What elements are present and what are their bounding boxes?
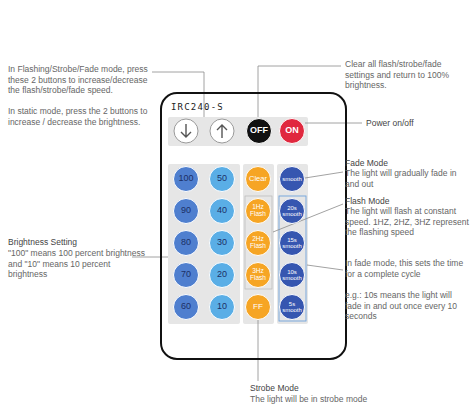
button-circle (210, 199, 235, 224)
button-circle (174, 231, 199, 256)
button-panel (277, 164, 308, 324)
remote-body: IRC240-S OFF ON 100 50 Clear smooth 90 40 1Hz Fla… (160, 92, 347, 360)
button-circle (280, 199, 305, 224)
button-label: 100 (173, 166, 199, 192)
button-label: ON (279, 118, 305, 144)
group-bracket (245, 196, 272, 289)
button-label: 20s smooth (279, 198, 305, 224)
button-label: 70 (173, 262, 199, 288)
remote-button: 5s smooth (279, 294, 305, 320)
remote-button: 3Hz Flash (245, 262, 271, 288)
callout-text: In fade mode, this sets the time for a c… (345, 258, 470, 279)
model-name: IRC240-S (171, 102, 224, 112)
remote-button: smooth (279, 166, 305, 192)
button-panel (168, 164, 240, 324)
callout-text: The light will gradually fade in and out (345, 168, 470, 189)
button-label: FF (245, 294, 271, 320)
button-label: 15s smooth (279, 230, 305, 256)
remote-button: 10s smooth (279, 262, 305, 288)
callout-text: Clear all flash/strobe/fade settings and… (345, 59, 470, 91)
button-label: smooth (279, 166, 305, 192)
button-label: 5s smooth (279, 294, 305, 320)
callout-text: In Flashing/Strobe/Fade mode, press thes… (8, 64, 158, 96)
button-circle (174, 199, 199, 224)
button-label: 80 (173, 230, 199, 256)
callout-text: "100" means 100 percent brightness and "… (8, 248, 148, 280)
callout-text: Flash Mode (345, 196, 470, 207)
button-circle (280, 263, 305, 288)
button-circle (210, 295, 235, 320)
leader-line (258, 66, 341, 117)
leader-line (258, 320, 259, 381)
button-circle (280, 167, 305, 192)
callout-text: Brightness Setting (8, 237, 158, 248)
button-circle (174, 167, 199, 192)
remote-button: 40 (209, 198, 235, 224)
button-circle (280, 119, 305, 144)
button-circle (174, 263, 199, 288)
leader-line (305, 172, 343, 178)
remote-button: 30 (209, 230, 235, 256)
remote-button: OFF (246, 118, 272, 144)
callout-text: The light will flash at constant speed. … (345, 206, 470, 238)
button-panel (243, 164, 274, 324)
button-label: 20 (209, 262, 235, 288)
remote-button: 20 (209, 262, 235, 288)
button-label: 1Hz Flash (245, 198, 271, 224)
leader-line (307, 265, 343, 270)
button-label: 60 (173, 294, 199, 320)
remote-button: 50 (209, 166, 235, 192)
button-circle (246, 231, 271, 256)
button-label: 40 (209, 198, 235, 224)
button-circle (246, 199, 271, 224)
callout-text: e.g.: 10s means the light will fade in a… (345, 290, 470, 322)
button-circle (210, 167, 235, 192)
remote-button: 1Hz Flash (245, 198, 271, 224)
remote-outline (161, 93, 346, 359)
button-circle (247, 119, 272, 144)
button-circle (246, 295, 271, 320)
button-circle (280, 295, 305, 320)
remote-button: 70 (173, 262, 199, 288)
callout-text: Strobe Mode (250, 383, 450, 394)
button-label: 50 (209, 166, 235, 192)
button-circle (246, 167, 271, 192)
button-label: 10s smooth (279, 262, 305, 288)
button-circle (210, 231, 235, 256)
button-label: 90 (173, 198, 199, 224)
button-label: 30 (209, 230, 235, 256)
callout-text: The light will be in strobe mode (250, 394, 470, 405)
button-panel (168, 117, 308, 146)
remote-button: 10 (209, 294, 235, 320)
remote-button: ON (279, 118, 305, 144)
button-label: 10 (209, 294, 235, 320)
button-label: Clear (245, 166, 271, 192)
remote-button: Clear (245, 166, 271, 192)
button-circle (210, 263, 235, 288)
up-arrow-symbol (217, 125, 227, 138)
remote-button: 20s smooth (279, 198, 305, 224)
leader-line (305, 123, 362, 124)
remote-button: 2Hz Flash (245, 230, 271, 256)
button-circle (280, 231, 305, 256)
remote-button: 90 (173, 198, 199, 224)
callout-text: Fade Mode (345, 158, 470, 169)
down-arrow-symbol (181, 124, 191, 137)
remote-button: 80 (173, 230, 199, 256)
button-label: 2Hz Flash (245, 230, 271, 256)
button-circle (246, 263, 271, 288)
callout-text: In static mode, press the 2 buttons to i… (8, 106, 158, 127)
remote-button: 100 (173, 166, 199, 192)
callout-text: Power on/off (366, 118, 466, 129)
button-circle (174, 295, 199, 320)
remote-button: FF (245, 294, 271, 320)
button-label: OFF (246, 118, 272, 144)
remote-button: 60 (173, 294, 199, 320)
button-label: 3Hz Flash (245, 262, 271, 288)
down-button (174, 119, 198, 143)
up-button (210, 119, 234, 143)
group-bracket (279, 196, 306, 321)
remote-button: 15s smooth (279, 230, 305, 256)
